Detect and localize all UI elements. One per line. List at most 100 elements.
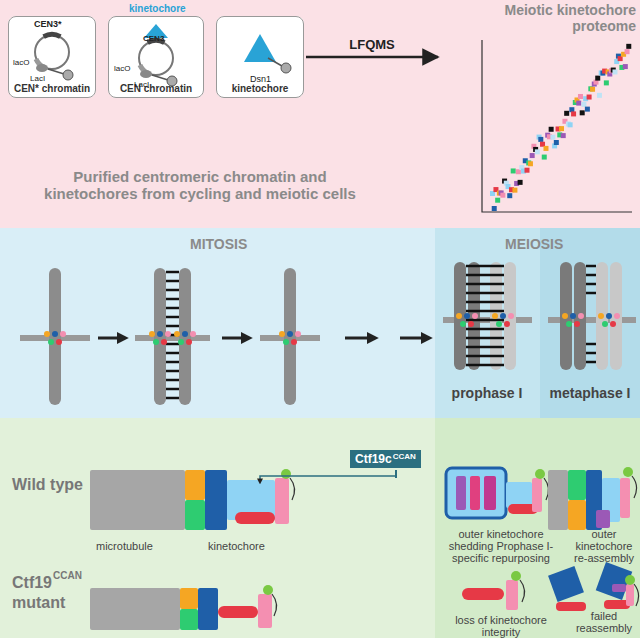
edge-label: LFQMS — [349, 37, 395, 52]
kinetochore-subunit — [484, 476, 496, 510]
cohesin — [166, 361, 179, 364]
cohesin — [586, 265, 596, 268]
kinetochore-subunit — [596, 510, 610, 528]
part-label: lacO — [13, 58, 29, 67]
dna-tail — [632, 476, 637, 498]
cohesin — [166, 316, 179, 319]
cohesin — [466, 301, 504, 304]
cohesin — [166, 388, 179, 391]
node-text: Meiotic kinetochore proteome — [505, 2, 636, 34]
stage-arrow — [98, 337, 124, 340]
data-point — [568, 122, 573, 127]
kinetochore-subunit — [626, 584, 634, 606]
stage-label: MEIOSIS — [505, 236, 563, 252]
cohesin — [166, 280, 179, 283]
part-label: CEN3 — [143, 34, 164, 43]
kinetochore-dot — [56, 339, 62, 345]
data-point — [543, 146, 548, 151]
cohesin — [586, 361, 596, 364]
kinetochore-dot — [149, 331, 155, 337]
data-point — [623, 64, 628, 69]
data-point — [618, 56, 623, 61]
kinetochore-subunit — [205, 470, 227, 530]
dna-tail — [544, 478, 549, 500]
kinetochore-subunit — [90, 588, 180, 630]
data-point — [554, 140, 559, 145]
kinetochore-subunit — [218, 606, 258, 618]
kinetochore-dot — [574, 321, 580, 327]
cohesin — [166, 379, 179, 382]
box-fill — [8, 16, 96, 98]
kinetochore-dot — [578, 313, 584, 319]
cohesin — [586, 274, 596, 277]
kinetochore-subunit — [258, 594, 272, 628]
cohesin — [466, 274, 504, 277]
cohesin — [586, 343, 596, 346]
kinetochore-dot — [492, 313, 498, 319]
box-fill — [216, 16, 304, 98]
kinetochore-dot — [157, 331, 163, 337]
bead-stalk — [48, 69, 64, 74]
dna-tail — [634, 584, 639, 606]
kinetochore-dot — [291, 339, 297, 345]
cohesin — [466, 355, 504, 358]
cohesin — [166, 289, 179, 292]
pointer-arrow — [260, 470, 396, 482]
data-point — [538, 137, 543, 142]
kinetochore-dot — [287, 331, 293, 337]
chromosome — [49, 268, 61, 405]
cohesin — [466, 364, 504, 367]
node-text: CEN* chromatin — [14, 83, 90, 94]
panel-band — [0, 0, 640, 228]
cohesin — [466, 337, 504, 340]
data-point — [535, 149, 540, 154]
kinetochore-dot — [165, 331, 171, 337]
data-point — [581, 102, 586, 107]
kinetochore-subunit — [568, 470, 586, 500]
annotation: Wild type — [12, 476, 83, 494]
data-point — [587, 95, 592, 100]
annotation: microtubule — [96, 540, 153, 552]
stage-arrow — [400, 337, 428, 340]
sample-box: CEN chromatin — [108, 16, 204, 98]
data-point — [597, 93, 602, 98]
data-point — [549, 127, 554, 132]
kinetochore-subunit — [506, 580, 518, 610]
data-point — [578, 94, 583, 99]
kinetochore-dot — [562, 313, 568, 319]
data-point — [507, 193, 512, 198]
superscript: CCAN — [393, 452, 416, 461]
kinetochore-dot — [570, 313, 576, 319]
kinetochore-dot — [614, 313, 620, 319]
chart-panel: Meiotic kinetochore proteome — [440, 2, 636, 220]
stage-label: prophase I — [437, 385, 537, 401]
kinetochore-subunit — [462, 588, 504, 600]
kinetochore-dot — [460, 321, 466, 327]
kinetochore-dot — [283, 339, 289, 345]
nucleosome-dot — [511, 571, 521, 581]
complex-label: Ctf19cCCAN — [350, 450, 421, 468]
cohesin — [466, 283, 504, 286]
data-point — [595, 76, 600, 81]
data-point — [580, 110, 585, 115]
data-point — [530, 153, 535, 158]
dna-tail — [520, 580, 525, 602]
kinetochore-subunit — [90, 470, 185, 530]
annotation: outer kinetochore re-assembly — [570, 528, 638, 564]
data-point — [590, 87, 595, 92]
data-point — [511, 168, 516, 173]
annotation: failed reassembly — [570, 610, 638, 634]
kinetochore-subunit — [612, 584, 626, 592]
kinetochore-subunit — [456, 476, 466, 510]
kinetochore-dot — [464, 313, 470, 319]
kinetochore-triangle — [244, 34, 276, 62]
chromosome — [179, 268, 191, 405]
sample-box: kinetochore — [216, 16, 304, 98]
data-point — [559, 126, 564, 131]
kinetochore-dot — [178, 339, 184, 345]
node-text: Ctf19c — [355, 452, 392, 466]
stage-label: MITOSIS — [190, 236, 247, 252]
data-point — [626, 44, 631, 49]
microtubule — [135, 335, 210, 341]
cohesin — [166, 370, 179, 373]
